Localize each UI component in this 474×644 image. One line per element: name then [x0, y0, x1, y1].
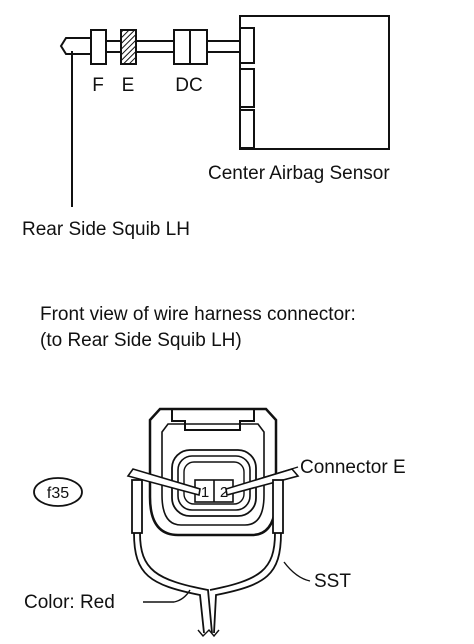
connector-latch: [171, 409, 255, 431]
caption-line-2: (to Rear Side Squib LH): [40, 330, 242, 351]
figure-code-badge: [33, 477, 83, 507]
connector-caption: Front view of wire harness connector: (t…: [40, 304, 356, 351]
harness-segment-f-e: [105, 40, 122, 53]
sst-probe-left: [126, 468, 201, 497]
sst-sleeve-right: [272, 479, 284, 534]
color-red-leader: [143, 589, 191, 603]
sensor-connector-slot-3: [239, 109, 255, 149]
sst-lead-left-outer: [133, 532, 205, 634]
harness-segment-e-dc: [135, 40, 175, 53]
connector-e-leader: [261, 466, 299, 479]
connector-front-view: 1 2 f35 Connector E SST Color: Red: [24, 407, 406, 638]
connector-dc-label: DC: [175, 75, 202, 96]
connector-e-front-label: Connector E: [300, 457, 406, 478]
rear-side-squib-plug: [59, 37, 92, 55]
sst-leader: [283, 561, 311, 582]
figure-code-label: f35: [47, 485, 69, 502]
center-airbag-sensor-label: Center Airbag Sensor: [208, 163, 390, 184]
sst-label: SST: [314, 571, 351, 592]
connector-f-label: F: [92, 75, 104, 96]
sensor-connector-slot-1: [239, 27, 255, 64]
color-red-label: Color: Red: [24, 592, 115, 613]
sst-lead-right-outer: [213, 532, 282, 634]
sst-probe-right: [225, 468, 300, 497]
rear-side-squib-label: Rear Side Squib LH: [22, 219, 190, 240]
harness-segment-dc-sensor: [206, 40, 241, 53]
sensor-connector-slot-2: [239, 68, 255, 108]
connector-housing-inner: [161, 423, 265, 526]
pin-1-label: 1: [201, 484, 209, 501]
connector-e-label: E: [122, 75, 135, 96]
connector-dc-left: [173, 29, 191, 65]
connector-dc-right: [189, 29, 208, 65]
top-wiring-diagram: F E DC Center Airbag Sensor Rear Side Sq…: [22, 15, 390, 240]
sst-sleeve-left: [131, 479, 143, 534]
caption-line-1: Front view of wire harness connector:: [40, 304, 356, 325]
pin-2-label: 2: [220, 484, 228, 501]
connector-f: [90, 29, 107, 65]
sst-lead-right-inner: [209, 532, 276, 591]
sst-lead-left-inner: [139, 532, 213, 634]
center-airbag-sensor-box: [239, 15, 390, 150]
connector-e: [120, 29, 137, 65]
sst-lead-break-mark: [197, 628, 220, 638]
